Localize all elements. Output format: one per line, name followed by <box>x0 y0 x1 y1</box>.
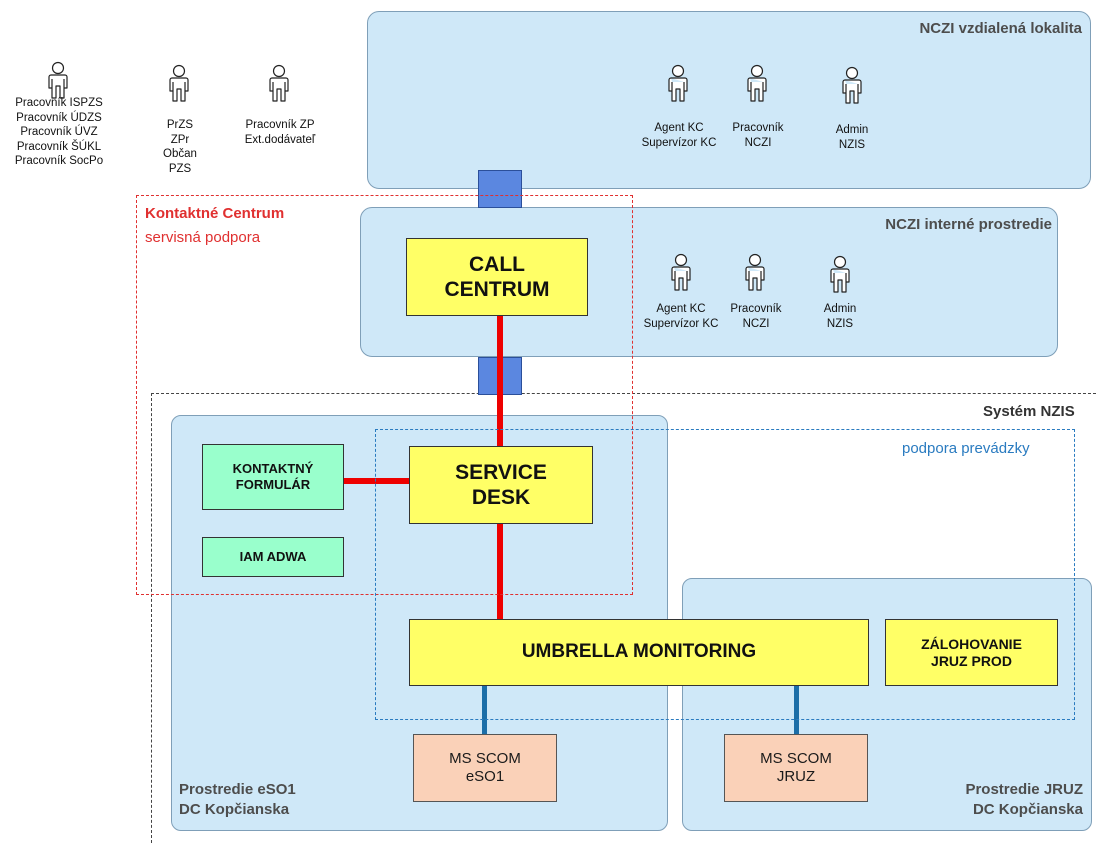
remote-role-nczi-label: Pracovník NCZI <box>732 122 784 149</box>
person-icon <box>48 61 68 99</box>
link-formular-servicedesk <box>344 478 410 484</box>
kontaktny-formular-box: KONTAKTNÝ FORMULÁR <box>202 444 344 510</box>
contact-center-subtitle: servisná podpora <box>145 229 261 246</box>
person-icon <box>747 64 767 102</box>
internal-role-admin-label: Admin NZIS <box>823 303 857 330</box>
ms-scom-eso1-box: MS SCOM eSO1 <box>413 734 557 802</box>
person-icon <box>745 253 765 291</box>
person-icon <box>830 255 850 293</box>
remote-role-agent-label: Agent KC Supervízor KC <box>641 122 717 149</box>
internal-role-agent-label: Agent KC Supervízor KC <box>643 303 719 330</box>
system-nzis-title: Systém NZIS <box>983 403 1075 420</box>
external-users-group1-label: Pracovník ISPZS Pracovník ÚDZS Pracovník… <box>14 97 104 167</box>
zone-title: NCZI interné prostredie <box>885 216 1052 233</box>
link-umbrella-scom-eso1 <box>482 685 487 735</box>
service-desk-box: SERVICE DESK <box>409 446 593 524</box>
call-centrum-box: CALL CENTRUM <box>406 238 588 316</box>
contact-center-region <box>136 195 633 595</box>
person-icon <box>169 64 189 102</box>
external-users-group3-label: Pracovník ZP Ext.dodávateľ <box>244 119 316 146</box>
person-icon <box>842 66 862 104</box>
zone-nczi-remote: NCZI vzdialená lokalita <box>367 11 1091 189</box>
connector-remote-internal <box>478 170 522 208</box>
zalohovanie-box: ZÁLOHOVANIE JRUZ PROD <box>885 619 1058 686</box>
ms-scom-jruz-box: MS SCOM JRUZ <box>724 734 868 802</box>
person-icon <box>671 253 691 291</box>
link-umbrella-scom-jruz <box>794 685 799 735</box>
operations-support-region <box>375 429 1075 720</box>
internal-role-nczi-label: Pracovník NCZI <box>730 303 782 330</box>
remote-role-admin-label: Admin NZIS <box>835 124 869 151</box>
link-servicedesk-umbrella <box>497 523 503 620</box>
operations-support-label: podpora prevádzky <box>902 440 1030 457</box>
link-callcentrum-servicedesk <box>497 316 503 447</box>
contact-center-title: Kontaktné Centrum <box>145 205 285 222</box>
umbrella-monitoring-box: UMBRELLA MONITORING <box>409 619 869 686</box>
person-icon <box>668 64 688 102</box>
env-eso1-label: Prostredie eSO1 DC Kopčianska <box>179 781 296 818</box>
external-users-group2-label: PrZS ZPr Občan PZS <box>163 119 197 175</box>
person-icon <box>269 64 289 102</box>
system-nzis-frame <box>151 393 1096 843</box>
zone-title: NCZI vzdialená lokalita <box>919 20 1082 37</box>
iam-adwa-box: IAM ADWA <box>202 537 344 577</box>
env-jruz-label: Prostredie JRUZ DC Kopčianska <box>965 781 1083 818</box>
